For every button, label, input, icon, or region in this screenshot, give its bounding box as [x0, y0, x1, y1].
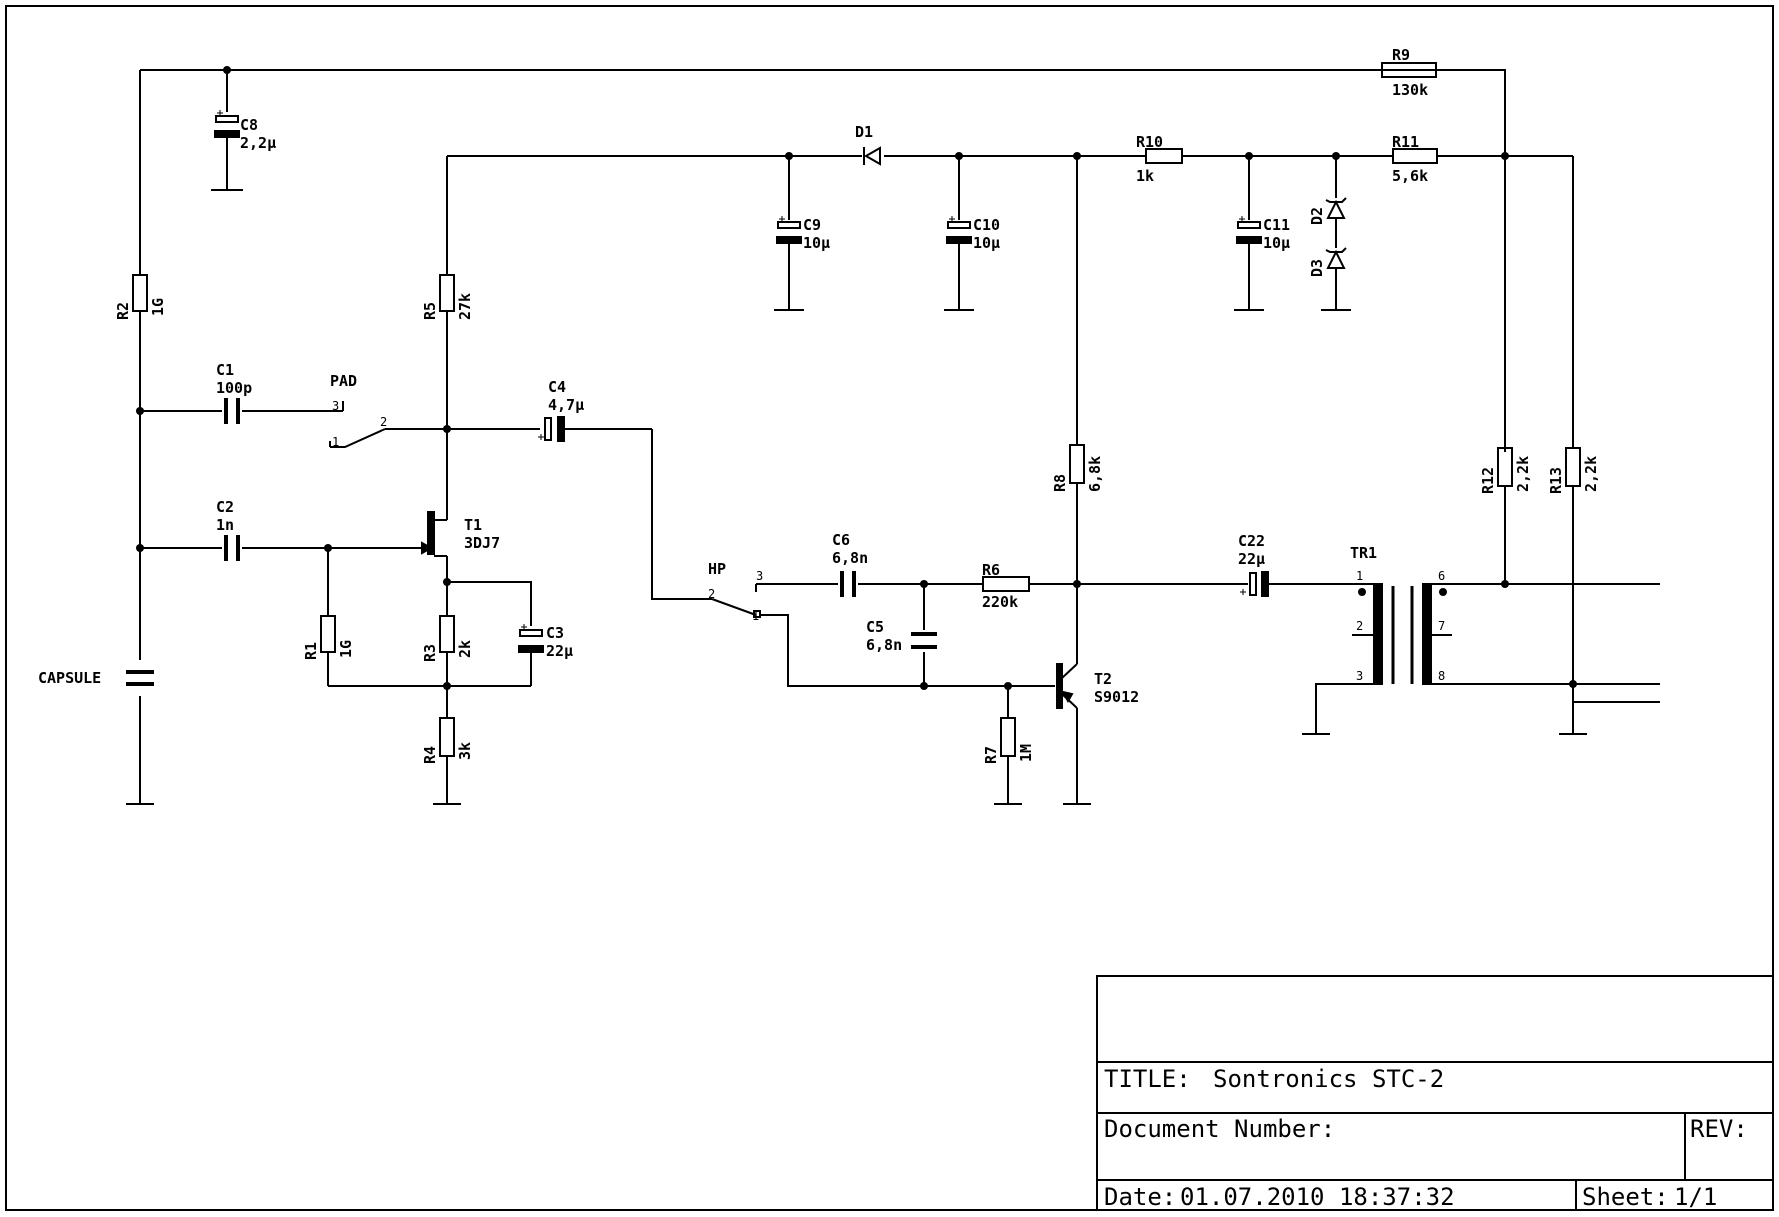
c4-value: 4,7µ	[548, 396, 584, 414]
r7-value: 1M	[1017, 744, 1035, 762]
d2-ref: D2	[1308, 207, 1326, 225]
c6-value: 6,8n	[832, 549, 868, 567]
sheet-label: Sheet:	[1582, 1183, 1669, 1211]
r9-ref: R9	[1392, 46, 1410, 64]
d3-ref: D3	[1308, 259, 1326, 277]
pad-pin-2: 2	[380, 415, 387, 429]
sheet-border	[5, 5, 1774, 1211]
junction-dots	[136, 66, 1577, 690]
t1-value: 3DJ7	[464, 534, 500, 552]
c5-value: 6,8n	[866, 636, 902, 654]
r11-ref: R11	[1392, 133, 1419, 151]
r10-value: 1k	[1136, 167, 1154, 185]
c2-value: 1n	[216, 516, 234, 534]
c1-value: 100p	[216, 379, 252, 397]
tr1-pin-6: 6	[1438, 569, 1445, 583]
r6-ref: R6	[982, 561, 1000, 579]
r12-ref: R12	[1479, 467, 1497, 494]
r13-ref: R13	[1547, 467, 1565, 494]
doc-number-label: Document Number:	[1104, 1115, 1335, 1143]
c1-ref: C1	[216, 361, 234, 379]
r4-ref: R4	[421, 746, 439, 764]
r11-value: 5,6k	[1392, 167, 1428, 185]
resistor-bodies	[132, 62, 1581, 757]
r12-value: 2,2k	[1514, 456, 1532, 492]
t2-symbol	[1056, 663, 1078, 709]
r1-value: 1G	[337, 640, 355, 658]
date-value: 01.07.2010 18:37:32	[1180, 1183, 1455, 1211]
title-block: TITLE: Sontronics STC-2 Document Number:…	[1104, 1065, 1748, 1211]
c2-ref: C2	[216, 498, 234, 516]
c10-value: 10µ	[973, 234, 1000, 252]
tr1-pin-2: 2	[1356, 619, 1363, 633]
hp-pin-3: 3	[756, 569, 763, 583]
r3-value: 2k	[456, 640, 474, 658]
hp-ref: HP	[708, 560, 726, 578]
hp-switch	[711, 584, 761, 618]
t2-value: S9012	[1094, 688, 1139, 706]
c10-ref: C10	[973, 216, 1000, 234]
rev-label: REV:	[1690, 1115, 1748, 1143]
c3-ref: C3	[546, 624, 564, 642]
r4-value: 3k	[456, 742, 474, 760]
c11-value: 10µ	[1263, 234, 1290, 252]
r9-value: 130k	[1392, 81, 1428, 99]
c9-ref: C9	[803, 216, 821, 234]
title-value: Sontronics STC-2	[1213, 1065, 1444, 1093]
t1-symbol	[421, 511, 447, 557]
ground-symbols	[126, 189, 1587, 805]
tr1-pin-3: 3	[1356, 669, 1363, 683]
hp-pin-2: 2	[708, 587, 715, 601]
r13-value: 2,2k	[1582, 456, 1600, 492]
c22-value: 22µ	[1238, 550, 1265, 568]
capsule-ref: CAPSULE	[38, 669, 101, 687]
tr1-pin-1: 1	[1356, 569, 1363, 583]
c3-value: 22µ	[546, 642, 573, 660]
t1-ref: T1	[464, 516, 482, 534]
date-label: Date:	[1104, 1183, 1176, 1211]
c5-ref: C5	[866, 618, 884, 636]
r1-ref: R1	[302, 642, 320, 660]
capacitor-plates	[126, 115, 1269, 686]
title-block-frame	[1096, 975, 1774, 1211]
sheet-value: 1/1	[1674, 1183, 1717, 1211]
c22-ref: C22	[1238, 532, 1265, 550]
output-lines	[1572, 701, 1660, 734]
c8-ref: C8	[240, 116, 258, 134]
r8-ref: R8	[1051, 474, 1069, 492]
c6-ref: C6	[832, 531, 850, 549]
r6-value: 220k	[982, 593, 1018, 611]
tr1-symbol	[1358, 583, 1447, 685]
t2-ref: T2	[1094, 670, 1112, 688]
tr1-pin-8: 8	[1438, 669, 1445, 683]
d1-ref: D1	[855, 123, 873, 141]
pad-ref: PAD	[330, 372, 357, 390]
title-label: TITLE:	[1104, 1065, 1191, 1093]
pad-pin-3: 3	[332, 399, 339, 413]
pad-switch	[329, 428, 386, 448]
r10-ref: R10	[1136, 133, 1163, 151]
r5-ref: R5	[421, 302, 439, 320]
r2-value: 1G	[149, 298, 167, 316]
polarity-marks	[217, 110, 1246, 630]
c11-ref: C11	[1263, 216, 1290, 234]
pad-pin-1: 1	[332, 435, 339, 449]
tr1-pin-7: 7	[1438, 619, 1445, 633]
r2-ref: R2	[114, 302, 132, 320]
r7-ref: R7	[982, 746, 1000, 764]
c9-value: 10µ	[803, 234, 830, 252]
hp-pin-1: 1	[752, 609, 759, 623]
c4-ref: C4	[548, 378, 566, 396]
r8-value: 6,8k	[1086, 456, 1104, 492]
diode-symbols	[863, 146, 1347, 269]
component-labels: R9 130k D1 R10 1k R11 5,6k C8 2,2µ C9 10…	[38, 46, 1600, 764]
c8-value: 2,2µ	[240, 134, 276, 152]
r3-ref: R3	[421, 644, 439, 662]
r5-value: 27k	[456, 293, 474, 320]
tr1-ref: TR1	[1350, 544, 1377, 562]
